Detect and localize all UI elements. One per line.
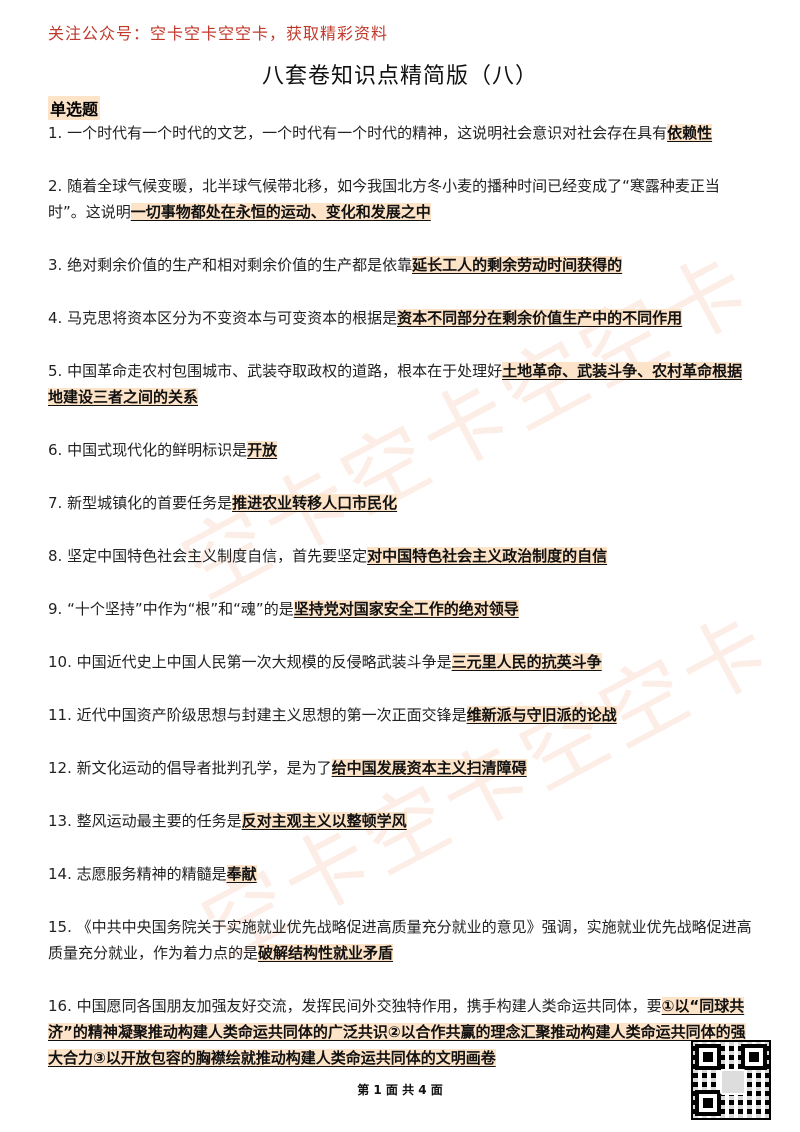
qr-finder-icon <box>695 1044 721 1070</box>
qr-finder-icon <box>695 1090 721 1116</box>
question-item: 12. 新文化运动的倡导者批判孔学，是为了给中国发展资本主义扫清障碍 <box>48 755 754 781</box>
question-item: 1. 一个时代有一个时代的文艺，一个时代有一个时代的精神，这说明社会意识对社会存… <box>48 120 754 146</box>
question-text: 8. 坚定中国特色社会主义制度自信，首先要坚定 <box>48 547 368 565</box>
answer-text: 给中国发展资本主义扫清障碍 <box>331 759 527 777</box>
section-heading: 单选题 <box>48 96 101 120</box>
answer-text: 一切事物都处在永恒的运动、变化和发展之中 <box>130 203 431 221</box>
answer-text: 反对主观主义以整顿学风 <box>241 812 407 830</box>
question-text: 16. 中国愿同各国朋友加强友好交流，发挥民间外交独特作用，携手构建人类命运共同… <box>48 997 662 1015</box>
answer-text: 延长工人的剩余劳动时间获得的 <box>412 256 623 274</box>
question-text: 9. “十个坚持”中作为“根”和“魂”的是 <box>48 600 294 618</box>
avatar-icon <box>720 1069 746 1095</box>
answer-text: 依赖性 <box>667 124 713 142</box>
qr-code-icon <box>691 1040 771 1120</box>
page-number: 第 1 面 共 4 面 <box>357 1083 443 1097</box>
question-text: 3. 绝对剩余价值的生产和相对剩余价值的生产都是依靠 <box>48 256 413 274</box>
question-text: 14. 志愿服务精神的精髓是 <box>48 865 227 883</box>
question-text: 11. 近代中国资产阶级思想与封建主义思想的第一次正面交锋是 <box>48 706 467 724</box>
question-item: 14. 志愿服务精神的精髓是奉献 <box>48 861 754 887</box>
question-item: 4. 马克思将资本区分为不变资本与可变资本的根据是资本不同部分在剩余价值生产中的… <box>48 305 754 331</box>
answer-text: 维新派与守旧派的论战 <box>466 706 617 724</box>
qr-finder-icon <box>741 1044 767 1070</box>
question-item: 6. 中国式现代化的鲜明标识是开放 <box>48 437 754 463</box>
question-text: 5. 中国革命走农村包围城市、武装夺取政权的道路，根本在于处理好 <box>48 362 503 380</box>
question-text: 7. 新型城镇化的首要任务是 <box>48 494 233 512</box>
header-watermark: 关注公众号：空卡空卡空空卡，获取精彩资料 <box>48 24 389 43</box>
question-item: 7. 新型城镇化的首要任务是推进农业转移人口市民化 <box>48 490 754 516</box>
page-title: 八套卷知识点精简版（八） <box>261 64 538 89</box>
question-text: 13. 整风运动最主要的任务是 <box>48 812 242 830</box>
question-text: 10. 中国近代史上中国人民第一次大规模的反侵略武装斗争是 <box>48 653 452 671</box>
question-list: 1. 一个时代有一个时代的文艺，一个时代有一个时代的精神，这说明社会意识对社会存… <box>48 120 754 1098</box>
question-text: 2. 随着全球气候变暖，北半球气候带北移，如今我国北方冬小麦的播种时间已经变成了… <box>48 177 720 221</box>
question-item: 15. 《中共中央国务院关于实施就业优先战略促进高质量充分就业的意见》强调，实施… <box>48 914 754 966</box>
question-item: 16. 中国愿同各国朋友加强友好交流，发挥民间外交独特作用，携手构建人类命运共同… <box>48 993 754 1071</box>
answer-text: 推进农业转移人口市民化 <box>232 494 398 512</box>
answer-text: 奉献 <box>226 865 257 883</box>
question-item: 13. 整风运动最主要的任务是反对主观主义以整顿学风 <box>48 808 754 834</box>
question-item: 3. 绝对剩余价值的生产和相对剩余价值的生产都是依靠延长工人的剩余劳动时间获得的 <box>48 252 754 278</box>
answer-text: 三元里人民的抗英斗争 <box>451 653 602 671</box>
answer-text: 坚持党对国家安全工作的绝对领导 <box>293 600 519 618</box>
question-text: 12. 新文化运动的倡导者批判孔学，是为了 <box>48 759 332 777</box>
answer-text: 对中国特色社会主义政治制度的自信 <box>367 547 608 565</box>
answer-text: 开放 <box>247 441 278 459</box>
question-text: 15. 《中共中央国务院关于实施就业优先战略促进高质量充分就业的意见》强调，实施… <box>48 918 752 962</box>
question-text: 1. 一个时代有一个时代的文艺，一个时代有一个时代的精神，这说明社会意识对社会存… <box>48 124 668 142</box>
question-item: 5. 中国革命走农村包围城市、武装夺取政权的道路，根本在于处理好土地革命、武装斗… <box>48 358 754 410</box>
answer-text: 破解结构性就业矛盾 <box>258 944 394 962</box>
question-item: 2. 随着全球气候变暖，北半球气候带北移，如今我国北方冬小麦的播种时间已经变成了… <box>48 173 754 225</box>
question-text: 4. 马克思将资本区分为不变资本与可变资本的根据是 <box>48 309 398 327</box>
question-item: 10. 中国近代史上中国人民第一次大规模的反侵略武装斗争是三元里人民的抗英斗争 <box>48 649 754 675</box>
question-item: 8. 坚定中国特色社会主义制度自信，首先要坚定对中国特色社会主义政治制度的自信 <box>48 543 754 569</box>
question-item: 11. 近代中国资产阶级思想与封建主义思想的第一次正面交锋是维新派与守旧派的论战 <box>48 702 754 728</box>
answer-text: 资本不同部分在剩余价值生产中的不同作用 <box>397 309 683 327</box>
question-text: 6. 中国式现代化的鲜明标识是 <box>48 441 248 459</box>
question-item: 9. “十个坚持”中作为“根”和“魂”的是坚持党对国家安全工作的绝对领导 <box>48 596 754 622</box>
